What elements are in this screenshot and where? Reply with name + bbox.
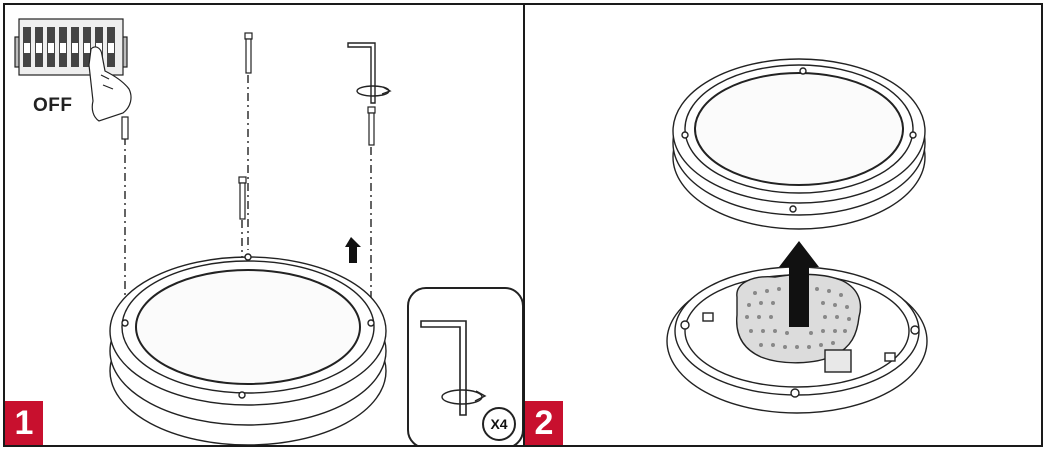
fixture-cover <box>672 58 926 230</box>
ceiling-light-fixture <box>109 253 387 445</box>
up-arrow-icon <box>345 237 361 263</box>
hex-key-icon <box>347 42 392 104</box>
lift-arrow-icon <box>779 241 819 327</box>
step-number-badge: 2 <box>525 401 563 445</box>
led-dots <box>745 287 851 349</box>
step-2-panel: 2 <box>523 3 1043 447</box>
breaker-switch-icon <box>14 18 132 122</box>
screw-icon <box>121 32 376 220</box>
step-1-illustration: X4 <box>14 18 524 445</box>
switch-off-label: OFF <box>33 95 73 116</box>
quantity-label: X4 <box>490 416 507 432</box>
step-2-illustration <box>666 58 928 414</box>
step-1-panel: X4 OFF 1 <box>3 3 526 447</box>
tool-quantity-callout: X4 <box>407 287 524 445</box>
step-number-badge: 1 <box>5 401 43 445</box>
